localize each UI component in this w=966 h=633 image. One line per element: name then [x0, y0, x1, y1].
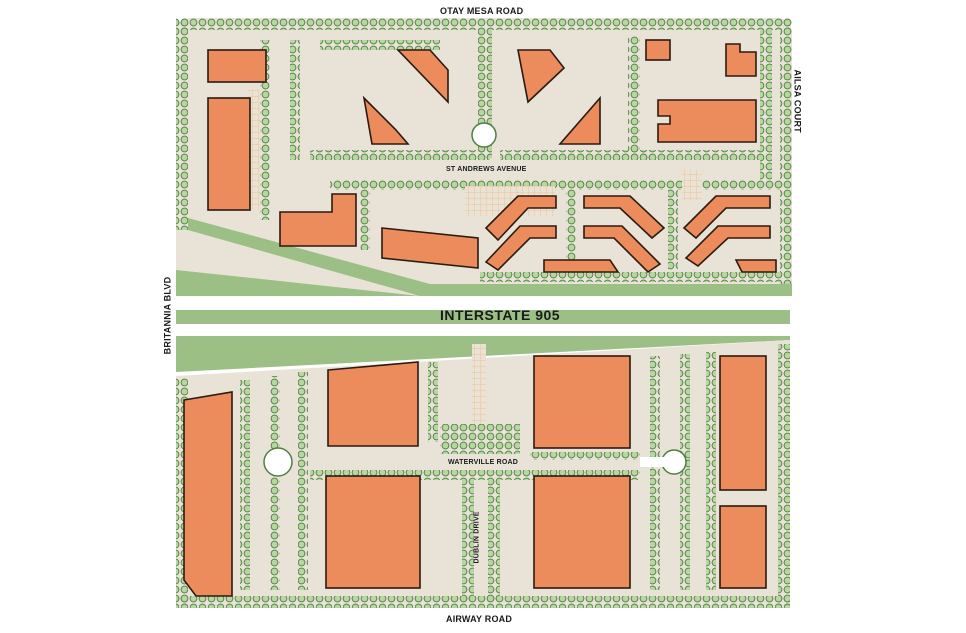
north-entry-plaza [471, 122, 497, 148]
building-n18 [684, 225, 771, 268]
south-tree-cluster-center [440, 424, 520, 454]
south-tree-rows-5 [650, 356, 660, 590]
north-tree-belt-top [176, 18, 792, 30]
north-tree-col-1 [566, 190, 576, 270]
interstate-median-top [176, 296, 790, 302]
building-n16 [543, 259, 620, 273]
building-n14 [583, 195, 666, 240]
south-tree-belt-bottom [176, 596, 790, 608]
road-label-ailsa: AILSA COURT [792, 69, 803, 133]
building-n8 [558, 95, 601, 145]
south-walkway-spine [472, 344, 486, 424]
building-n1 [207, 49, 267, 83]
south-plaza-west [263, 447, 293, 477]
north-tree-rows-ne [640, 150, 760, 160]
north-tree-rows-center-2 [310, 150, 490, 160]
south-tree-rows-1 [240, 380, 250, 590]
building-n4 [381, 227, 479, 269]
road-label-waterville: WATERVILLE ROAD [448, 459, 519, 466]
north-tree-belt-left [176, 18, 188, 230]
road-label-st-andrews: ST ANDREWS AVENUE [446, 166, 527, 173]
building-n2 [207, 97, 251, 211]
building-s1 [183, 391, 233, 597]
south-tree-rows-2 [270, 376, 280, 590]
building-s2 [327, 361, 419, 447]
building-n19 [734, 259, 777, 273]
road-label-interstate: INTERSTATE 905 [440, 307, 561, 323]
building-n15 [583, 225, 662, 274]
road-label-otay-mesa: OTAY MESA ROAD [440, 6, 524, 16]
north-tree-col-2 [668, 190, 678, 270]
south-parcel [176, 340, 790, 608]
building-n7 [517, 49, 566, 104]
north-tree-col-3 [360, 190, 370, 250]
north-tree-belt-right [780, 18, 792, 296]
building-n12 [484, 195, 557, 242]
south-tree-rows-6 [680, 354, 690, 590]
building-n5 [396, 49, 449, 104]
north-tree-rows-ne-2 [628, 36, 640, 156]
building-n13 [484, 225, 557, 272]
building-s4 [533, 355, 631, 449]
north-tree-rows-right [500, 150, 650, 160]
road-label-airway: AIRWAY ROAD [446, 614, 513, 624]
south-tree-waterville-row [310, 470, 640, 480]
north-tree-rows-center [320, 40, 440, 50]
south-tree-rows-3 [298, 372, 308, 590]
north-tree-rows-left-2 [290, 40, 300, 160]
building-s6 [719, 355, 767, 491]
south-tree-rows-7 [706, 352, 716, 590]
road-label-dublin: DUBLIN DRIVE [473, 511, 481, 564]
building-n6 [362, 95, 410, 145]
south-tree-belt-right [778, 344, 790, 606]
building-n9 [645, 39, 671, 61]
interstate-median-strip [176, 310, 790, 324]
north-tree-rows-left [260, 40, 270, 220]
building-s5 [533, 475, 631, 589]
south-tree-rows-4 [428, 362, 438, 442]
north-tree-belt-ailsa [760, 30, 772, 180]
north-landscape-slope [188, 218, 792, 296]
building-n3 [279, 193, 357, 247]
north-walkway-1 [248, 90, 260, 210]
south-plaza-east-path [640, 457, 674, 467]
north-parcel [176, 18, 792, 296]
south-tree-dublin-west [462, 480, 474, 600]
north-tree-row-lower [480, 272, 780, 282]
building-n10 [725, 43, 757, 77]
building-s7 [719, 505, 767, 589]
interstate-median-upper [176, 270, 420, 296]
south-tree-dublin-east [488, 480, 500, 600]
north-walkway-3 [682, 170, 702, 200]
road-label-britannia: BRITANNIA BLVD [162, 276, 173, 355]
building-s3 [325, 475, 421, 589]
building-n11 [657, 99, 757, 143]
north-tree-row-st-andrews [330, 180, 780, 190]
building-n17 [682, 195, 771, 240]
south-tree-row-mid [530, 452, 640, 460]
